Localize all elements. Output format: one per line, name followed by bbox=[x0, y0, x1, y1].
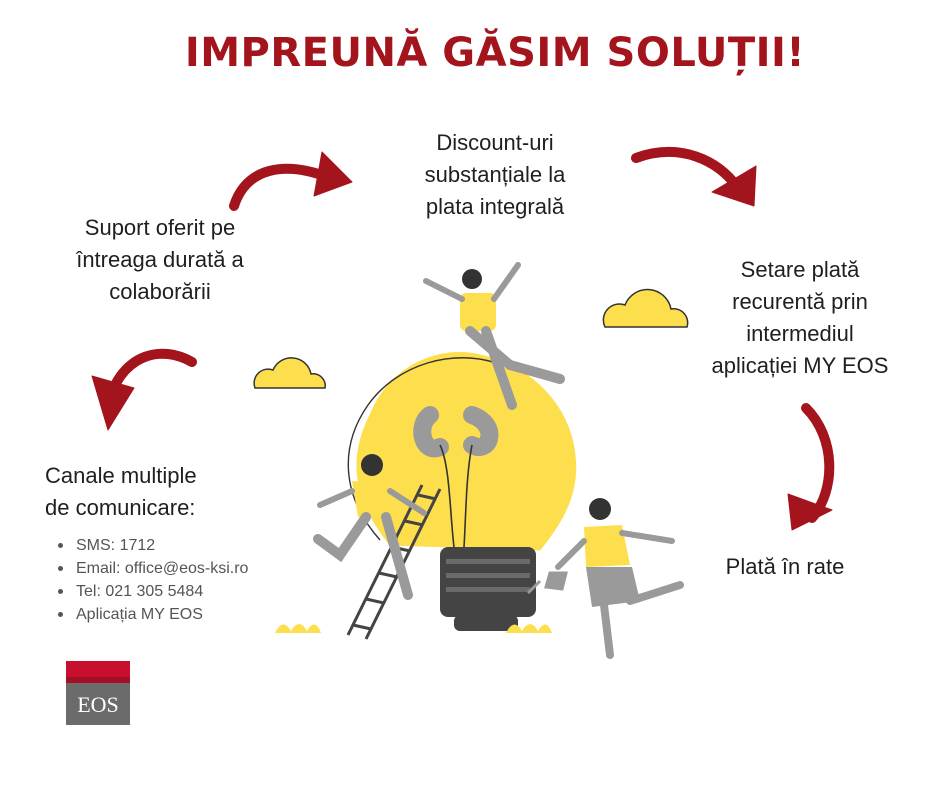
cloud-icon bbox=[253, 357, 326, 389]
person-icon bbox=[526, 498, 684, 659]
channels-list: SMS: 1712 Email: office@eos-ksi.ro Tel: … bbox=[48, 534, 288, 626]
feature-recurring-payment: Setare plată recurentă prin intermediul … bbox=[711, 257, 889, 378]
lightbulb-icon bbox=[347, 352, 577, 631]
page-title: IMPREUNĂ GĂSIM SOLUȚII! bbox=[184, 30, 806, 76]
person-icon bbox=[313, 454, 427, 600]
bush-icon bbox=[275, 624, 552, 633]
arrowhead-icon bbox=[787, 493, 833, 531]
curved-arrow-icon bbox=[229, 163, 335, 211]
logo-text: EOS bbox=[66, 683, 130, 725]
arrowhead-icon bbox=[313, 151, 353, 197]
logo-shadow-band bbox=[66, 677, 130, 683]
list-item: Tel: 021 305 5484 bbox=[48, 580, 288, 603]
eos-logo: EOS bbox=[66, 661, 130, 725]
arrowhead-icon bbox=[91, 375, 135, 431]
list-item: Aplicația MY EOS bbox=[48, 603, 288, 626]
cloud-icon bbox=[602, 288, 689, 328]
curved-arrow-icon bbox=[107, 348, 197, 397]
channels-heading: Canale multiple de comunicare: bbox=[45, 463, 197, 520]
arrowhead-icon bbox=[711, 165, 757, 207]
curved-arrow-icon bbox=[631, 147, 743, 193]
feature-discount: Discount-uri substanțiale la plata integ… bbox=[424, 130, 566, 219]
feature-support: Suport oferit pe întreaga durată a colab… bbox=[76, 215, 244, 304]
lightbulb-illustration bbox=[253, 262, 689, 659]
logo-top-band bbox=[66, 661, 130, 681]
person-icon bbox=[423, 262, 565, 410]
list-item: SMS: 1712 bbox=[48, 534, 288, 557]
feature-installments: Plată în rate bbox=[725, 554, 845, 579]
list-item: Email: office@eos-ksi.ro bbox=[48, 557, 288, 580]
